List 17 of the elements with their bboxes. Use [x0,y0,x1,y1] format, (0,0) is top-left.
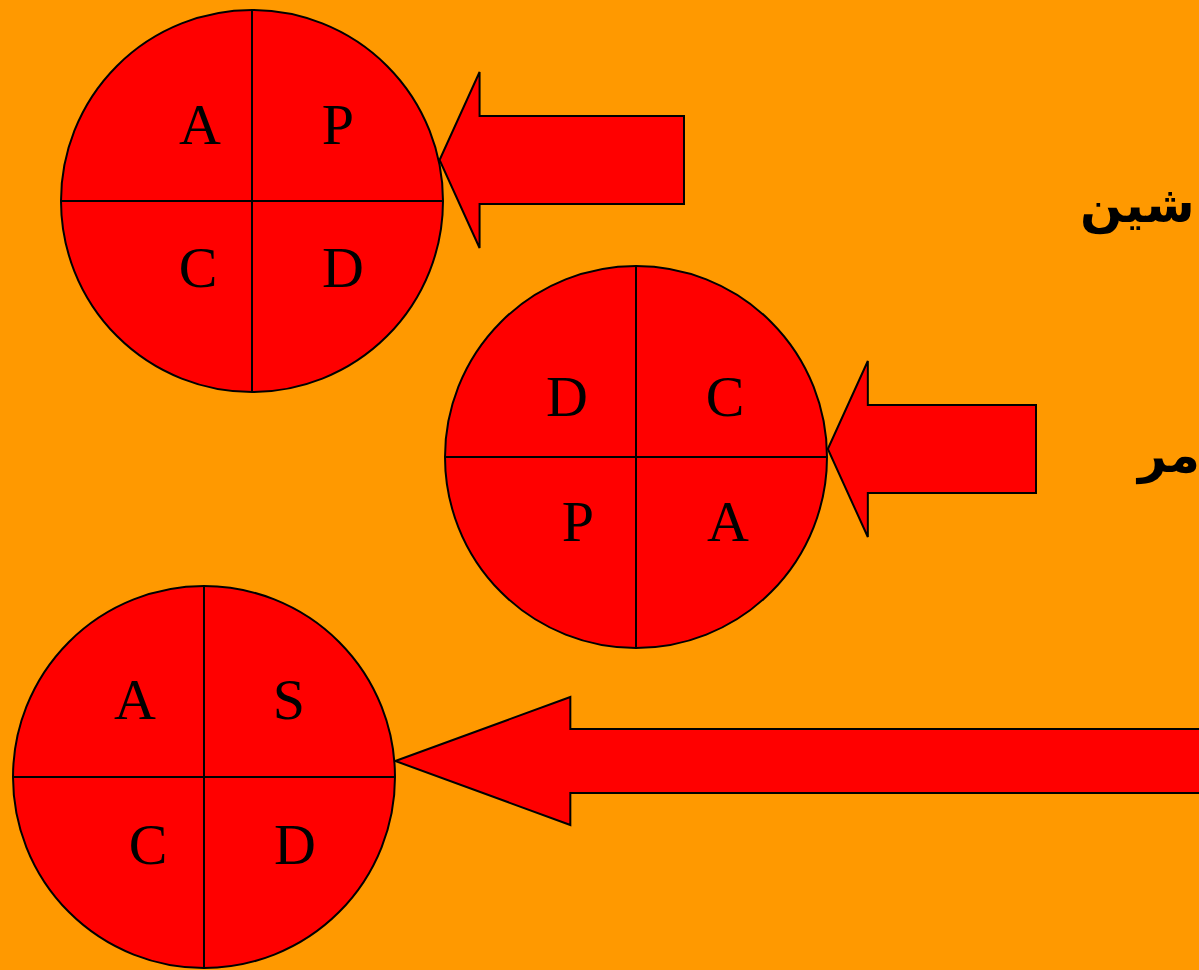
side-text: شين [1080,175,1195,235]
side-text: مر [1138,425,1199,485]
quadrant-letter: D [322,239,364,297]
block-arrow [826,360,1037,538]
quadrant-letter: D [546,368,588,426]
quadrant-letter: A [707,493,749,551]
quadrant-letter: P [321,96,355,154]
quadrant-letter: C [178,239,218,297]
quadrant-letter: D [274,816,316,874]
quadrant-letter: P [561,493,595,551]
quadrant-letter: C [128,816,168,874]
block-arrow [392,695,1199,827]
quadrant-letter: S [272,671,306,729]
block-arrow [438,71,685,249]
quadrant-letter: C [705,368,745,426]
quadrant-letter: A [114,671,156,729]
quadrant-letter: A [179,96,221,154]
